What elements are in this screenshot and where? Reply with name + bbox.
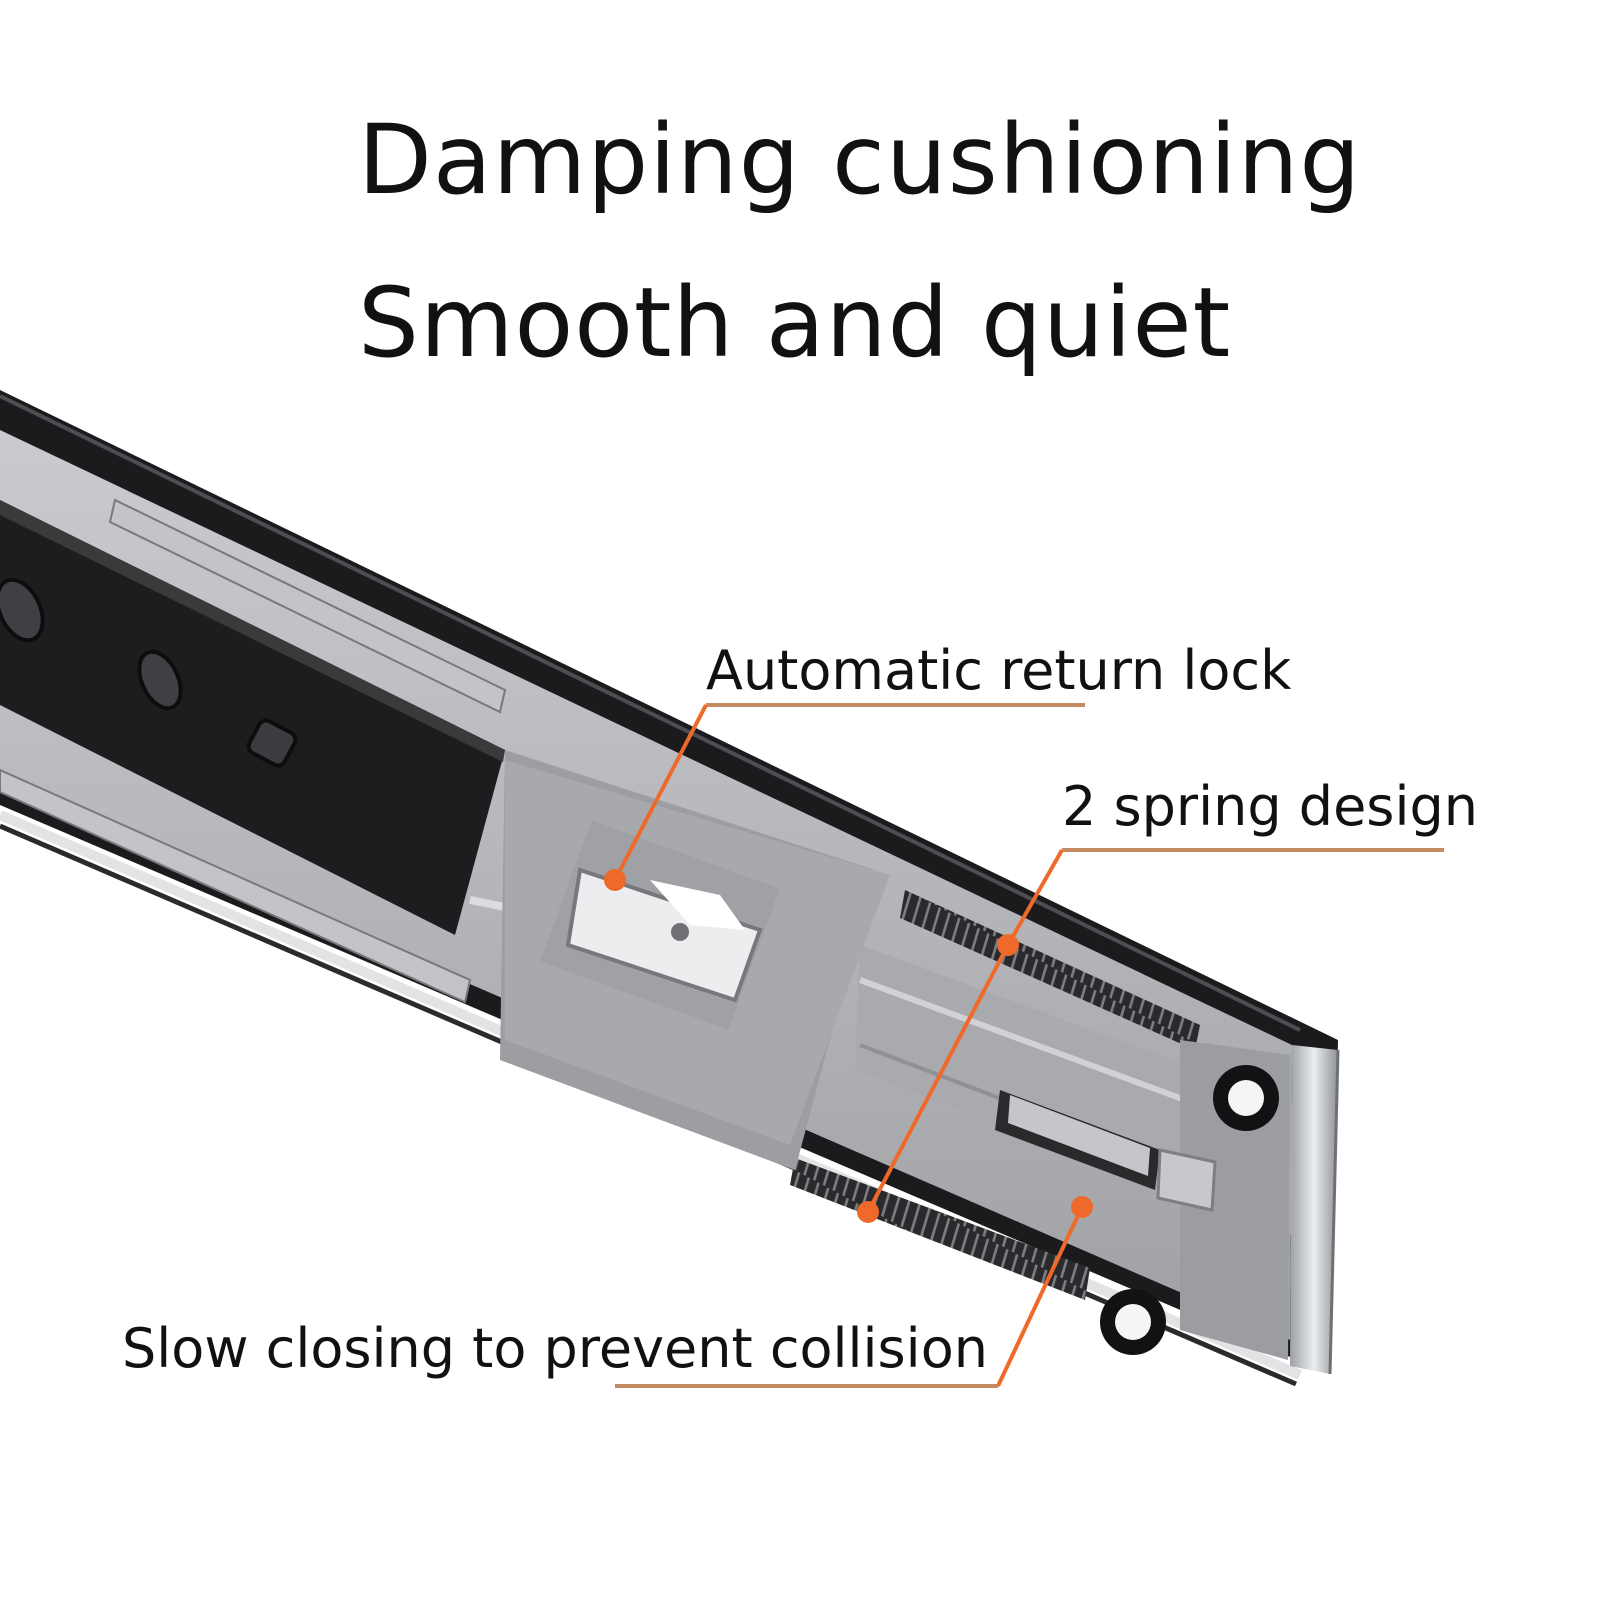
- latch-plate: [500, 750, 890, 1170]
- spring-upper: [900, 890, 1200, 1050]
- inner-slide-member: [0, 500, 505, 935]
- mounting-hole-upper: [1213, 1065, 1279, 1131]
- mounting-hole-lower: [1100, 1289, 1166, 1355]
- leader-return-lock: [604, 703, 1085, 891]
- callout-return-lock: Automatic return lock: [706, 639, 1292, 702]
- leader-spring-design: [857, 848, 1444, 1223]
- headline-line-1: Damping cushioning: [358, 104, 1362, 216]
- headline-line-2: Smooth and quiet: [358, 267, 1232, 379]
- callout-slow-close: Slow closing to prevent collision: [122, 1317, 988, 1380]
- ball-bearing-rails: [0, 498, 521, 1004]
- callout-spring-design: 2 spring design: [1062, 775, 1478, 838]
- spring-lower: [790, 1158, 1090, 1300]
- leader-slow-close: [615, 1196, 1093, 1388]
